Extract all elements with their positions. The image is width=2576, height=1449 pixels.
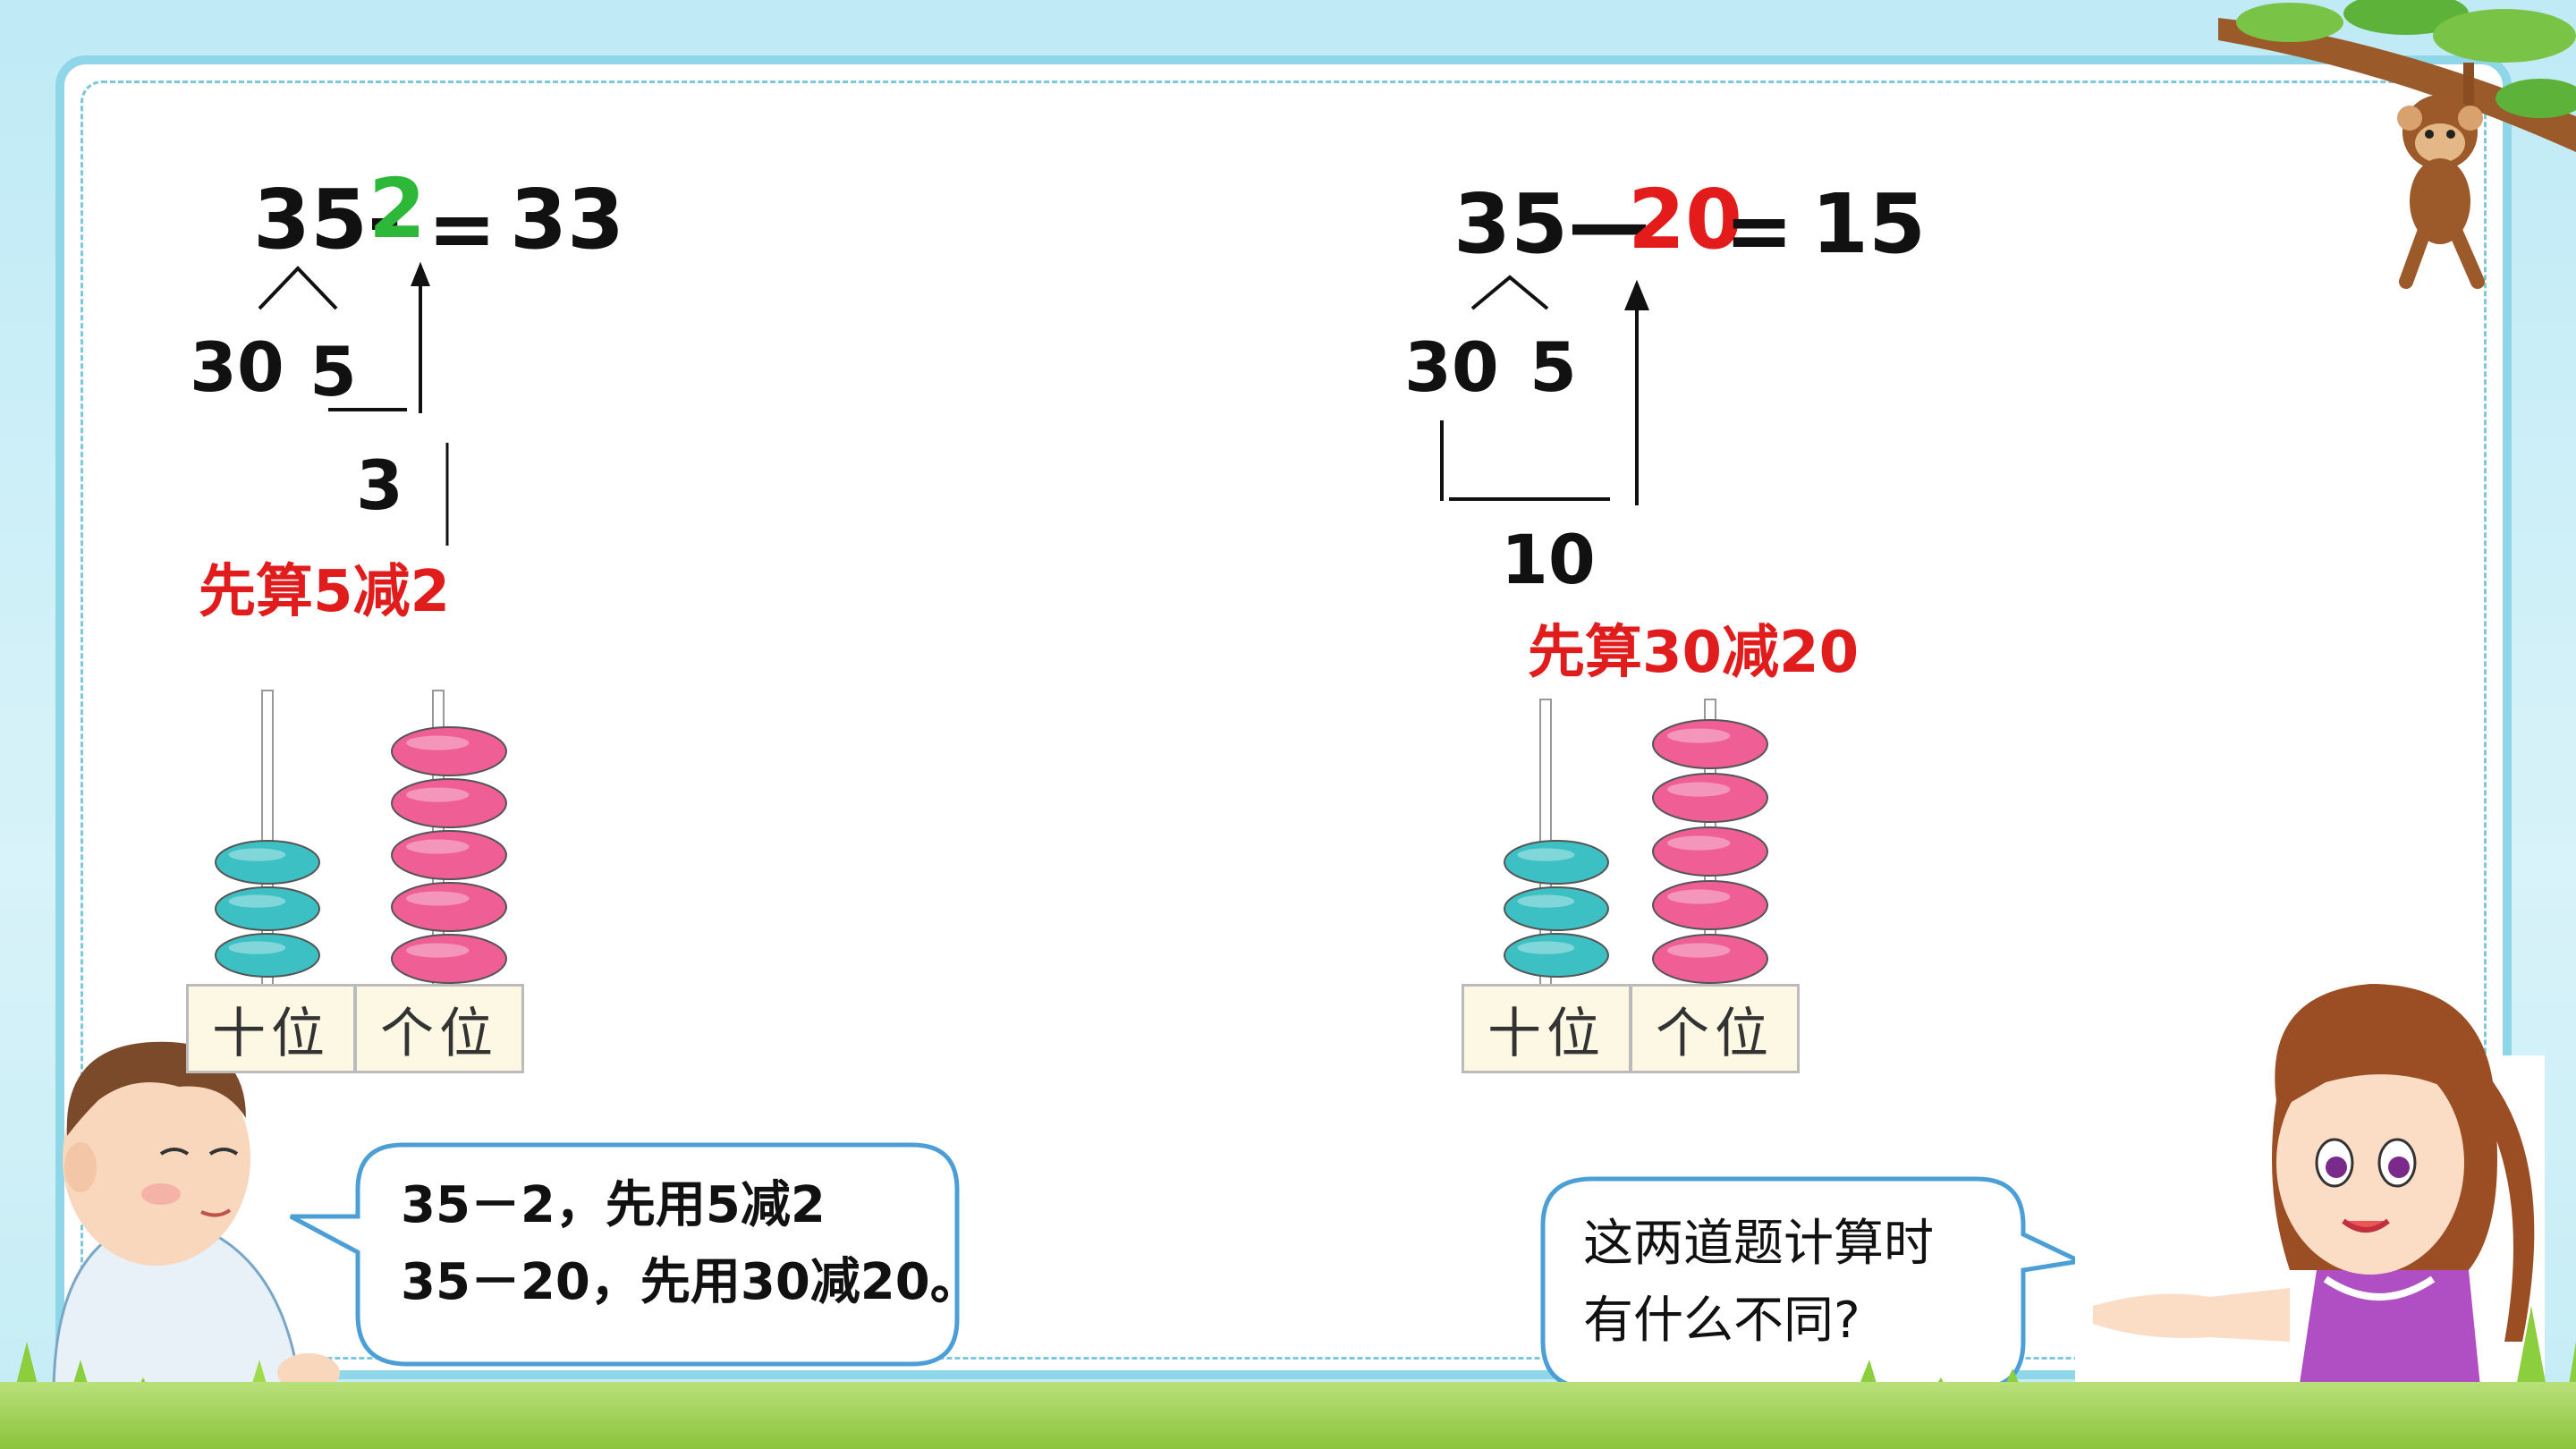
left-ones-bead-highlight <box>406 735 470 750</box>
left-ones-bead <box>391 934 507 984</box>
right-tens-bead-highlight <box>1517 894 1575 908</box>
right-ones-bead-highlight <box>1667 728 1731 743</box>
left-tens-bead <box>215 886 320 931</box>
boy-bubble-line1: 35－2，先用5减2 <box>401 1176 826 1234</box>
left-tens-bead <box>215 840 320 885</box>
right-abacus-ones-label: 个位 <box>1630 984 1800 1073</box>
girl-bubble-line2: 有什么不同? <box>1583 1292 1860 1350</box>
right-abacus-tens-label: 十位 <box>1462 984 1631 1073</box>
right-ones-bead-highlight <box>1667 835 1731 851</box>
left-ones-bead <box>391 830 507 880</box>
left-ones-bead-highlight <box>406 787 470 802</box>
left-ones-bead-highlight <box>406 839 470 854</box>
right-tens-bead <box>1504 840 1609 885</box>
right-ones-bead <box>1652 719 1768 769</box>
left-tens-bead-highlight <box>228 848 286 861</box>
right-ones-bead-highlight <box>1667 889 1731 904</box>
left-tens-bead-highlight <box>228 894 286 908</box>
right-partial-result: 10 <box>1501 520 1596 599</box>
left-note: 先算5减2 <box>199 559 451 625</box>
left-eq-equals: = <box>428 181 497 276</box>
right-tens-bead <box>1504 933 1609 978</box>
left-split-lines <box>258 261 430 413</box>
right-eq-minuend: 35— <box>1453 176 1651 272</box>
boy-character-icon <box>52 1041 340 1406</box>
ground-strip <box>0 1382 2576 1449</box>
left-ones-bead <box>391 882 507 932</box>
left-abacus-tens-label: 十位 <box>186 984 356 1073</box>
right-ones-bead-highlight <box>1667 943 1731 958</box>
left-tens-bead <box>215 933 320 978</box>
right-tens-bead-highlight <box>1517 848 1575 861</box>
left-split-ones: 5 <box>309 332 357 411</box>
left-ones-bead <box>391 726 507 776</box>
left-eq-subtrahend: 2 <box>369 161 427 257</box>
boy-bubble-line2: 35－20，先用30减20。 <box>401 1253 980 1311</box>
left-eq-result: 33 <box>510 172 625 267</box>
girl-bubble-line1: 这两道题计算时 <box>1583 1215 1934 1273</box>
right-ones-bead <box>1652 773 1768 823</box>
right-eq-result: 15 <box>1811 176 1927 272</box>
dashed-border <box>80 80 2487 1360</box>
left-partial-result: 3 <box>356 445 403 525</box>
left-abacus-ones-label: 个位 <box>354 984 524 1073</box>
left-ones-bead-highlight <box>406 891 470 906</box>
right-tens-bead <box>1504 886 1609 931</box>
monkey-icon <box>2397 63 2485 289</box>
girl-character-icon <box>2075 984 2545 1449</box>
tree-branch-icon <box>2218 0 2576 152</box>
right-ones-bead <box>1652 934 1768 984</box>
right-note: 先算30减20 <box>1528 620 1860 686</box>
right-ones-bead <box>1652 880 1768 930</box>
right-eq-subtrahend: 20 <box>1628 172 1743 267</box>
right-ones-bead-highlight <box>1667 782 1731 797</box>
right-tens-bead-highlight <box>1517 941 1575 954</box>
left-tens-bead-highlight <box>228 941 286 954</box>
right-split-tens: 30 <box>1404 327 1499 407</box>
right-split-ones: 5 <box>1530 327 1577 407</box>
left-ones-bead <box>391 778 507 828</box>
left-ones-bead-highlight <box>406 943 470 958</box>
right-split-lines <box>1440 275 1649 505</box>
right-ones-bead <box>1652 826 1768 877</box>
left-eq-minuend: 35- <box>253 172 402 267</box>
right-eq-equals: = <box>1724 182 1794 278</box>
left-split-tens: 30 <box>190 327 284 407</box>
boy-speech-bubble <box>289 1142 960 1367</box>
